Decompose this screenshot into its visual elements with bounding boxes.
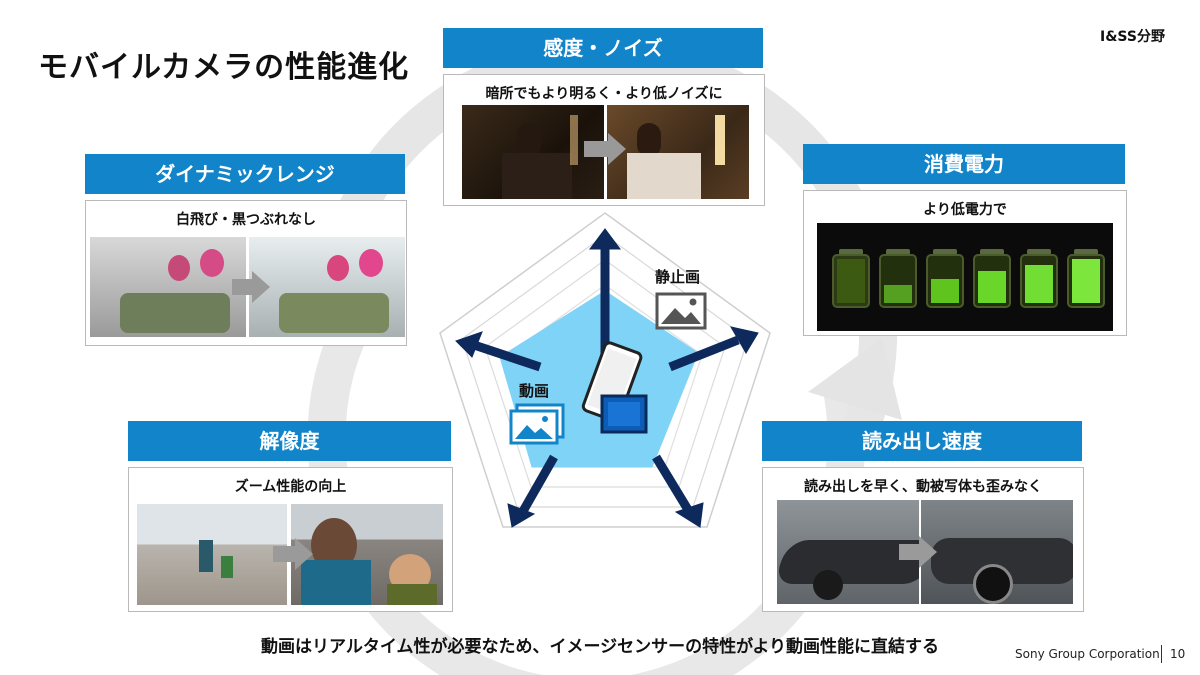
video-icon [509, 403, 565, 445]
footer-divider [1161, 645, 1162, 663]
resolution-before-photo [137, 504, 287, 605]
card-power-heading: 消費電力 [803, 144, 1125, 184]
smartphone-icon [581, 341, 648, 434]
card-readout-subtitle: 読み出しを早く、動被写体も歪みなく [804, 479, 1042, 495]
company-name: Sony Group Corporation [1015, 647, 1160, 661]
readout-after-photo [921, 500, 1073, 604]
card-noise-heading: 感度・ノイズ [443, 28, 763, 68]
dynamic-after-photo [249, 237, 405, 337]
battery-panel [817, 223, 1113, 331]
battery-icon [832, 249, 1105, 308]
page-title: モバイルカメラの性能進化 [38, 50, 410, 85]
video-label: 動画 [519, 382, 550, 400]
card-resolution-subtitle: ズーム性能の向上 [234, 479, 347, 495]
noise-after-photo [607, 105, 749, 199]
gray-arrow [584, 141, 608, 157]
footer-message: 動画はリアルタイム性が必要なため、イメージセンサーの特性がより動画性能に直結する [261, 637, 939, 657]
noise-before-photo [462, 105, 604, 199]
card-dynamic-range-heading: ダイナミックレンジ [85, 154, 405, 194]
card-noise-subtitle: 暗所でもより明るく・より低ノイズに [485, 86, 723, 102]
card-noise: 暗所でもより明るく・より低ノイズに [443, 74, 765, 206]
card-readout-heading: 読み出し速度 [762, 421, 1082, 461]
section-label: I&SS分野 [1100, 29, 1165, 45]
card-resolution-heading: 解像度 [128, 421, 451, 461]
resolution-after-photo [291, 504, 443, 605]
card-readout: 読み出しを早く、動被写体も歪みなく [762, 467, 1084, 612]
image-icon [655, 292, 707, 330]
card-dynamic-range: 白飛び・黒つぶれなし [85, 200, 407, 346]
still-image-label: 静止画 [655, 268, 701, 286]
card-dynamic-range-subtitle: 白飛び・黒つぶれなし [176, 212, 316, 228]
dynamic-before-photo [90, 237, 246, 337]
card-power: より低電力で [803, 190, 1127, 336]
readout-before-photo [777, 500, 919, 604]
page-number: 10 [1170, 647, 1186, 661]
card-power-subtitle: より低電力で [923, 202, 1007, 218]
card-resolution: ズーム性能の向上 [128, 467, 453, 612]
